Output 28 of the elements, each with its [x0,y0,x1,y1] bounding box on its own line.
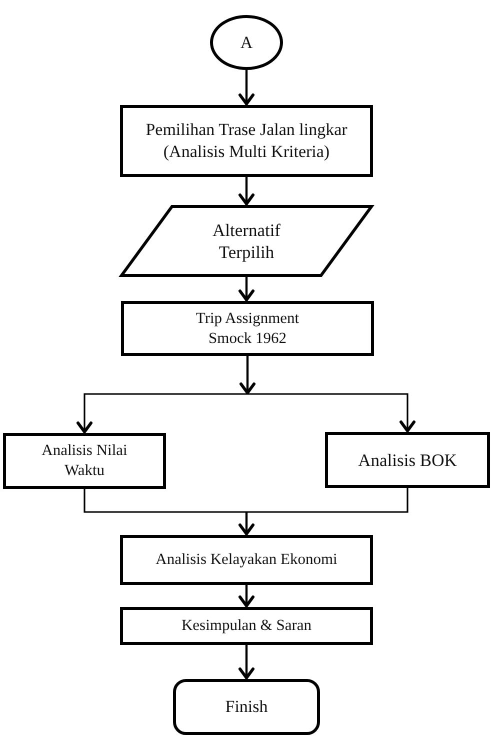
arrow [76,393,248,434]
connector-line [84,489,246,513]
process-box [120,607,373,645]
node-label: Pemilihan Trase Jalan lingkar (Analisis Multi Kriteria) [144,119,348,163]
terminator-box [173,679,320,735]
connector-line [246,488,408,513]
data-parallelogram [120,205,373,277]
node-label: Analisis Kelayakan Ekonomi [156,550,338,570]
process-box [120,105,373,177]
process-box [325,432,490,488]
arrow [238,277,254,302]
arrow [238,177,254,206]
node-label: Kesimpulan & Saran [181,616,312,636]
node-label: Analisis BOK [358,448,457,472]
arrow [238,645,254,680]
process-box [121,301,374,356]
node-label: Finish [225,696,268,718]
node-label: Trip Assignment Smock 1962 [194,308,300,348]
process-box [120,535,373,585]
node-label: Alternatif Terpilih [211,218,282,264]
arrow [238,512,254,536]
arrow [238,585,254,608]
process-box [3,433,166,489]
arrow [238,70,254,106]
arrow [248,393,416,432]
node-label: A [240,32,253,54]
arrow [240,356,256,394]
node-label: Analisis Nilai Waktu [40,441,128,481]
